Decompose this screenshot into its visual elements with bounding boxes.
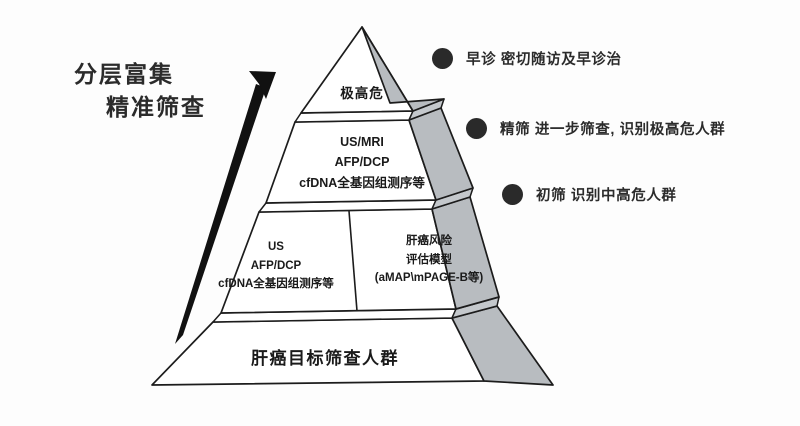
filled-circle-icon xyxy=(432,48,453,69)
filled-circle-icon xyxy=(466,118,487,139)
diagram-title: 分层富集 精准筛查 xyxy=(60,58,290,125)
legend-label-2: 初筛 识别中高危人群 xyxy=(536,188,677,204)
tier-two-front-face xyxy=(265,119,437,204)
title-line-1: 分层富集 xyxy=(74,61,174,87)
legend-label-1: 精筛 进一步筛查, 识别极高危人群 xyxy=(500,122,726,138)
legend-item-early-diagnosis: 早诊 密切随访及早诊治 xyxy=(432,48,622,69)
tier-three-divider xyxy=(348,210,358,312)
tier-three-front-face xyxy=(220,208,457,314)
legend-item-initial-screening: 初筛 识别中高危人群 xyxy=(502,184,677,205)
upward-enrichment-arrow xyxy=(175,71,276,344)
legend-label-0: 早诊 密切随访及早诊治 xyxy=(466,52,622,68)
filled-circle-icon xyxy=(502,184,523,205)
base-front-face xyxy=(151,317,485,386)
apex-side-face xyxy=(361,26,445,112)
title-line-2: 精准筛查 xyxy=(106,94,206,121)
legend-item-refined-screening: 精筛 进一步筛查, 识别极高危人群 xyxy=(466,118,725,139)
